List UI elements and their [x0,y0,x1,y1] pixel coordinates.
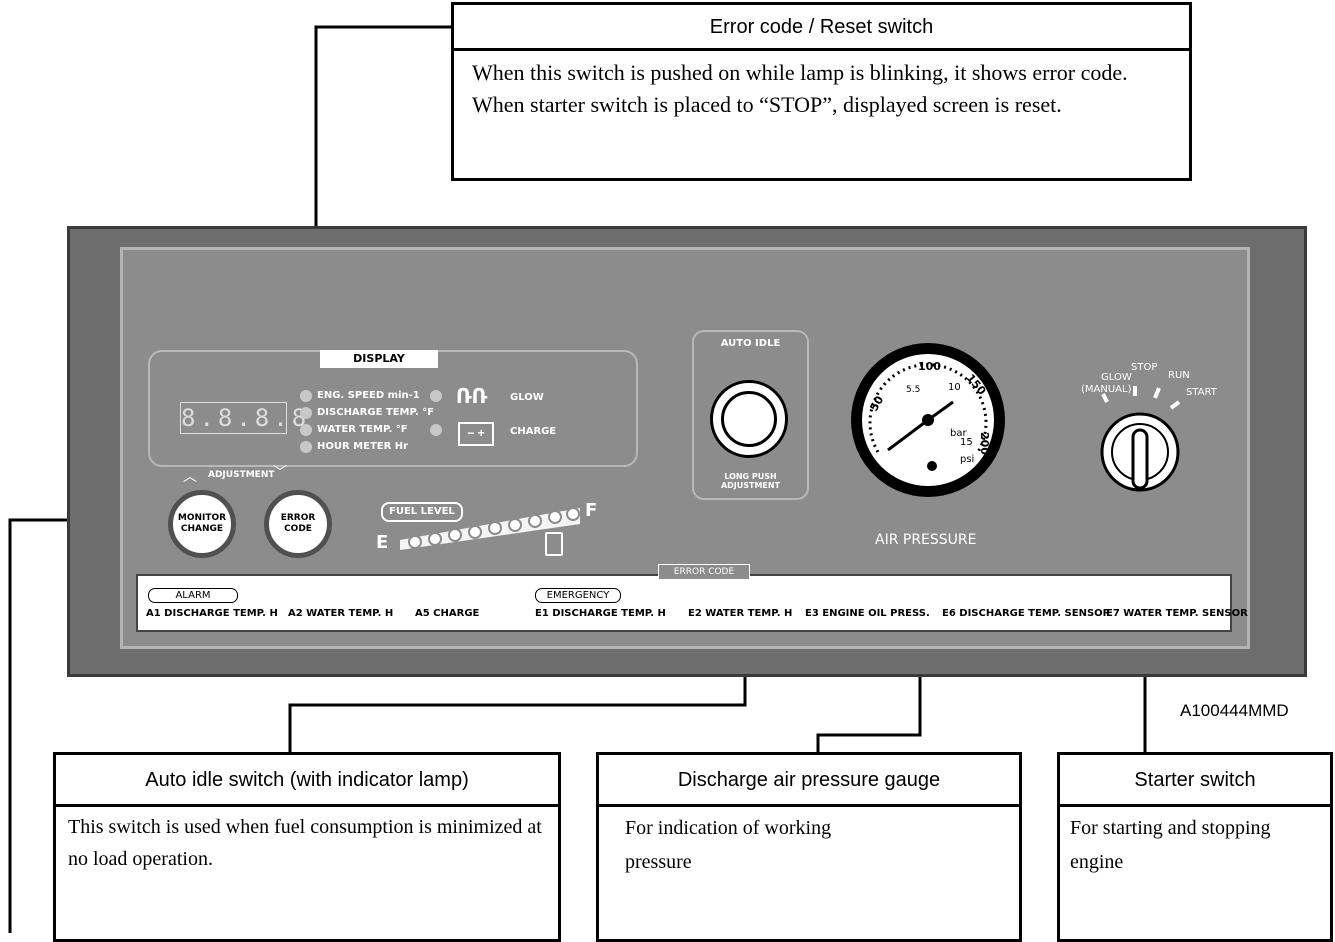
fuel-level-label: FUEL LEVEL [381,502,463,522]
code-e2: E2 WATER TEMP. H [688,608,793,619]
indicator-label-hour-meter: HOUR METER Hr [317,441,409,452]
gauge-unit-psi: psi [960,454,974,465]
error-code-strip-label: ERROR CODE [658,564,750,580]
auto-idle-area: AUTO IDLE LONG PUSH ADJUSTMENT [692,330,809,500]
error-code-button[interactable]: ERROR CODE [264,490,332,558]
starter-pos-manual: (MANUAL) [1081,384,1132,395]
glow-icon: ՌՌ [456,384,488,408]
adjustment-label: ADJUSTMENT [208,470,275,480]
callout-pressure-gauge: Discharge air pressure gauge For indicat… [596,752,1022,942]
code-a5: A5 CHARGE [415,608,480,619]
adjust-down-icon: ﹀ [273,464,287,480]
starter-pos-run: RUN [1168,370,1190,381]
gauge-tick-bar-10: 10 [948,382,961,393]
monitor-change-label: MONITOR CHANGE [177,513,227,534]
air-pressure-label: AIR PRESSURE [875,532,977,548]
indicator-label-eng-speed: ENG. SPEED min-1 [317,390,420,401]
charge-lamp [430,424,442,436]
indicator-lamp-eng-speed [300,390,312,402]
control-panel: DISPLAY 8.8.8.8 ENG. SPEED min-1 DISCHAR… [67,226,1307,677]
long-push-label: LONG PUSH ADJUSTMENT [720,472,781,490]
code-e7: E7 WATER TEMP. SENSOR [1106,608,1248,619]
callout-error-code-body: When this switch is pushed on while lamp… [472,60,1128,117]
callout-starter-body: For starting and stopping engine [1070,817,1271,873]
adjust-up-icon: ︿ [183,468,197,484]
fuel-f-label: F [585,500,598,521]
auto-idle-button[interactable] [710,380,788,458]
air-pressure-gauge: 50 100 150 200 5.5 10 15 bar psi [851,343,1005,497]
fuel-e-label: E [376,532,389,553]
code-e3: E3 ENGINE OIL PRESS. [805,608,930,619]
fuel-gauge-dots [400,507,580,550]
indicator-lamp-hour-meter [300,441,312,453]
callout-starter: Starter switch For starting and stopping… [1057,752,1333,942]
fuel-pump-icon [545,532,563,556]
callout-error-code: Error code / Reset switch When this swit… [451,2,1192,181]
panel-face: DISPLAY 8.8.8.8 ENG. SPEED min-1 DISCHAR… [120,247,1250,649]
error-code-button-label: ERROR CODE [280,513,316,534]
glow-label: GLOW [510,392,544,403]
callout-error-code-title: Error code / Reset switch [454,5,1189,51]
monitor-change-button[interactable]: MONITOR CHANGE [168,490,236,558]
code-a1: A1 DISCHARGE TEMP. H [146,608,278,619]
indicator-label-water-temp: WATER TEMP. °F [317,424,408,435]
code-a2: A2 WATER TEMP. H [288,608,394,619]
emergency-label: EMERGENCY [535,588,621,603]
callout-pressure-gauge-title: Discharge air pressure gauge [599,755,1019,807]
gauge-tick-bar-15: 15 [960,437,973,448]
auto-idle-label: AUTO IDLE [720,338,781,349]
code-e1: E1 DISCHARGE TEMP. H [535,608,666,619]
glow-lamp [430,390,442,402]
indicator-lamp-water-temp [300,424,312,436]
error-code-strip: ERROR CODE ALARM EMERGENCY A1 DISCHARGE … [136,564,1248,632]
code-e6: E6 DISCHARGE TEMP. SENSOR [942,608,1111,619]
starter-pos-start: START [1186,387,1217,398]
gauge-tick-psi-200: 200 [978,432,991,455]
starter-switch[interactable] [1093,380,1203,500]
callout-starter-title: Starter switch [1060,755,1330,807]
callout-auto-idle-title: Auto idle switch (with indicator lamp) [56,755,558,807]
charge-label: CHARGE [510,426,557,437]
gauge-unit-bar: bar [950,428,967,439]
starter-pos-glow: GLOW [1101,372,1132,383]
alarm-label: ALARM [148,588,238,603]
gauge-tick-psi-100: 100 [918,360,941,373]
battery-icon: − + [458,422,494,446]
callout-auto-idle: Auto idle switch (with indicator lamp) T… [53,752,561,942]
indicator-lamp-discharge-temp [300,407,312,419]
callout-auto-idle-body: This switch is used when fuel consumptio… [68,816,542,870]
display-area: DISPLAY 8.8.8.8 ENG. SPEED min-1 DISCHAR… [148,350,638,467]
auto-idle-button-ring [721,391,777,447]
display-label: DISPLAY [320,350,438,368]
indicator-label-discharge-temp: DISCHARGE TEMP. °F [317,407,435,418]
digit-readout: 8.8.8.8 [180,402,311,434]
starter-pos-stop: STOP [1131,362,1158,373]
gauge-tick-bar-5-5: 5.5 [906,385,920,395]
callout-pressure-gauge-body: For indication of working pressure [625,817,832,873]
figure-id: A100444MMD [1180,701,1289,720]
